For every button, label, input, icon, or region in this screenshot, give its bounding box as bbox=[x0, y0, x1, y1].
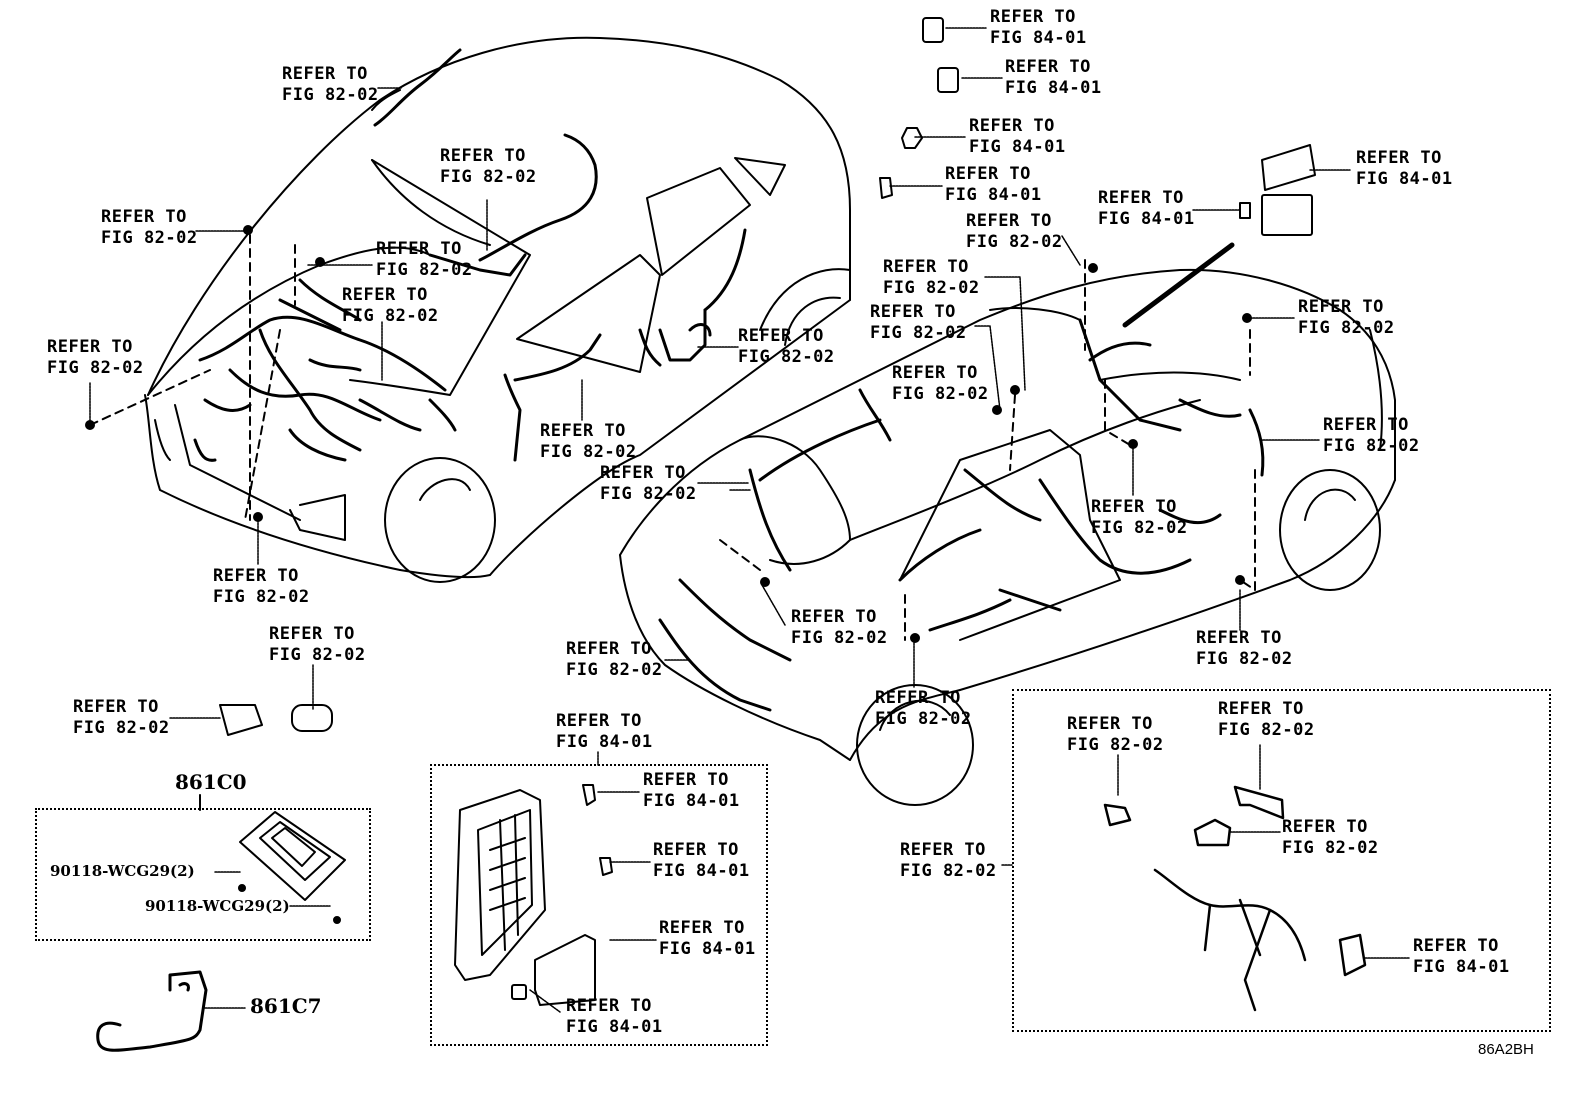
part-number-861C7[interactable]: 861C7 bbox=[250, 994, 322, 1018]
dashed-guides bbox=[89, 234, 1256, 641]
leader-lines bbox=[89, 27, 1411, 1013]
part-number-861C0[interactable]: 861C0 bbox=[175, 770, 247, 794]
antenna-cable bbox=[1122, 242, 1235, 328]
figure-id: 86A2BH bbox=[1478, 1041, 1534, 1058]
part-number-bolt-a[interactable]: 90118-WCG29(2) bbox=[50, 862, 195, 880]
right-car-harness bbox=[658, 318, 1265, 712]
part-box-861C0 bbox=[35, 808, 371, 941]
roof-harness-left bbox=[373, 48, 747, 462]
harness-kit-box bbox=[1012, 689, 1551, 1032]
ecu-parts-box bbox=[430, 764, 768, 1046]
part-861C0-drawing bbox=[238, 811, 346, 924]
right-car-body bbox=[619, 268, 1396, 806]
left-car-engine-harness bbox=[193, 278, 457, 462]
component-icons bbox=[85, 17, 1316, 736]
part-number-bolt-b[interactable]: 90118-WCG29(2) bbox=[145, 897, 290, 915]
part-861C7-drawing bbox=[96, 970, 208, 1052]
ecu-box-drawing bbox=[454, 784, 613, 1006]
harness-kit-drawing bbox=[1103, 785, 1367, 1012]
left-car-body bbox=[144, 36, 851, 583]
